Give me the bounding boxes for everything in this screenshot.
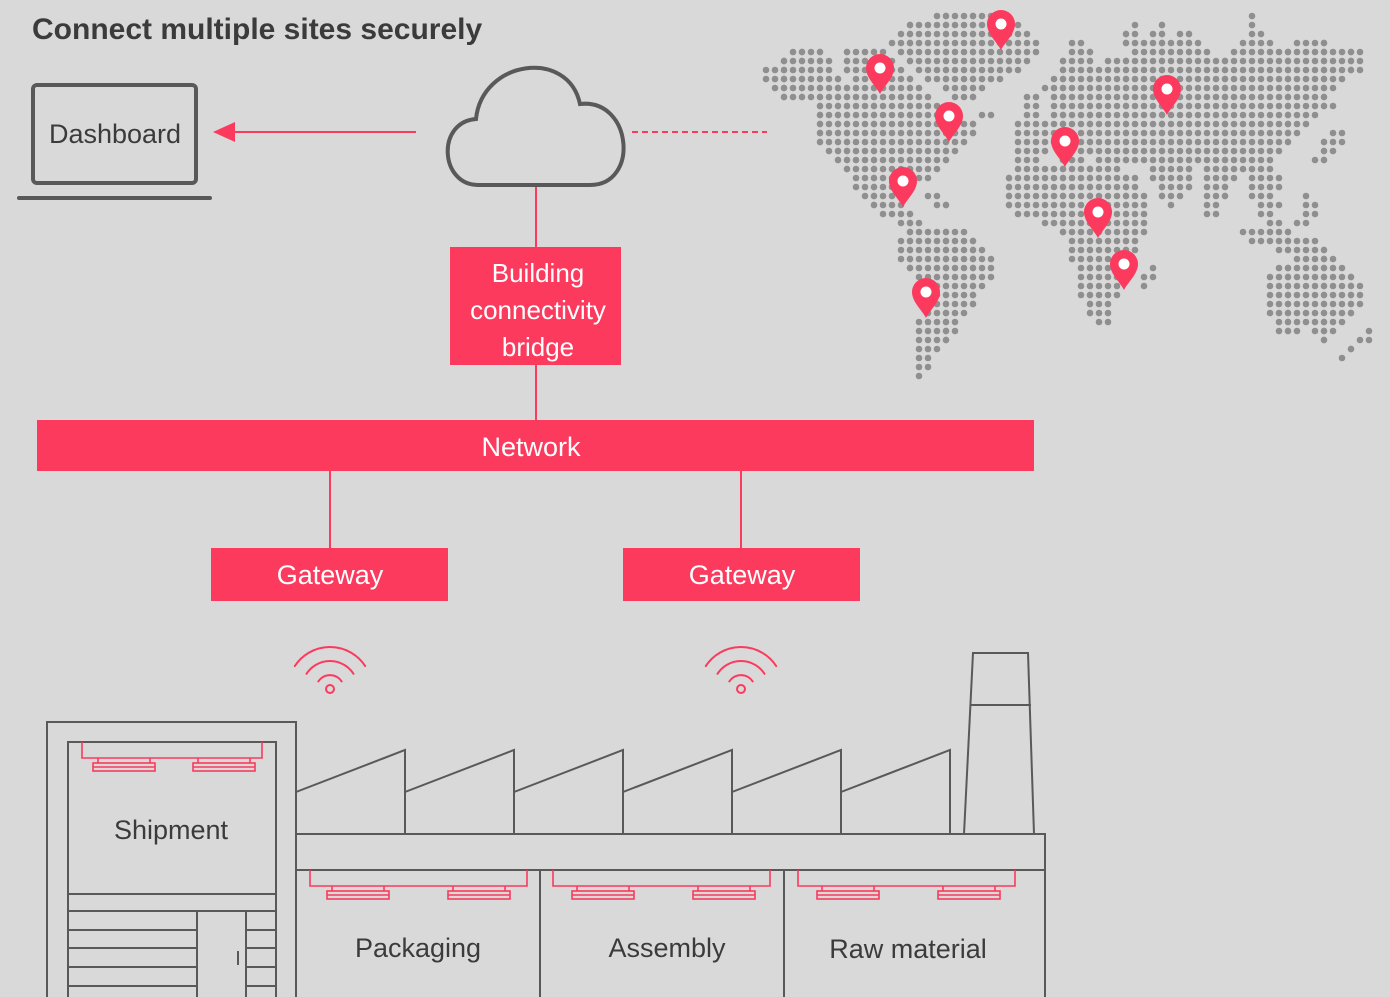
network-label: Network xyxy=(481,432,581,462)
gateway-label: Gateway xyxy=(277,560,384,590)
gateway-box: Gateway xyxy=(211,548,448,601)
map-pins xyxy=(866,10,1181,318)
map-pin-icon xyxy=(912,278,940,318)
page-title: Connect multiple sites securely xyxy=(32,13,482,46)
ceiling-light-icon xyxy=(937,885,1001,900)
production-hall xyxy=(296,833,1046,997)
map-pin-icon xyxy=(1153,75,1181,115)
map-pin-icon xyxy=(889,167,917,207)
light-rail xyxy=(552,870,771,887)
map-pin-icon xyxy=(866,54,894,94)
bridge-label-line: connectivity xyxy=(470,295,606,325)
map-pin-icon xyxy=(935,102,963,142)
ceiling-light-icon xyxy=(326,885,390,900)
light-rail xyxy=(81,742,263,759)
map-pin-icon xyxy=(1051,127,1079,167)
ceiling-light-icon xyxy=(92,757,156,772)
ceiling-light-icon xyxy=(571,885,635,900)
ceiling-light-icon xyxy=(692,885,756,900)
loading-shutter xyxy=(68,910,276,987)
shipment-building xyxy=(46,721,297,997)
bridge-box: Building connectivity bridge xyxy=(450,247,621,365)
wifi-icon xyxy=(704,646,778,694)
wifi-icon xyxy=(293,646,367,694)
area-label-assembly: Assembly xyxy=(608,933,726,963)
door xyxy=(196,911,247,997)
area-label-raw-material: Raw material xyxy=(829,934,987,964)
gateway-box: Gateway xyxy=(623,548,860,601)
network-bar: Network xyxy=(37,420,1034,471)
bridge-label-line: Building xyxy=(492,258,585,288)
factory-building: Shipment Packaging Assembly Raw material xyxy=(46,652,1046,997)
arrow-left-icon xyxy=(213,122,416,142)
ceiling-light-icon xyxy=(447,885,511,900)
area-label-packaging: Packaging xyxy=(355,933,481,963)
light-rail xyxy=(797,870,1016,887)
sawtooth-roof xyxy=(295,748,951,834)
ceiling-light-icon xyxy=(192,757,256,772)
bridge-label-line: bridge xyxy=(502,332,574,362)
map-pin-icon xyxy=(1110,250,1138,290)
cloud-icon xyxy=(445,65,626,187)
area-label-shipment: Shipment xyxy=(114,815,229,845)
light-rail xyxy=(309,870,528,887)
map-pin-icon xyxy=(1084,198,1112,238)
dashboard-label: Dashboard xyxy=(49,119,181,149)
map-pin-icon xyxy=(987,10,1015,50)
ceiling-light-icon xyxy=(816,885,880,900)
gateway-label: Gateway xyxy=(689,560,796,590)
laptop-icon xyxy=(17,83,212,200)
chimney xyxy=(963,652,1035,835)
world-map xyxy=(762,12,1373,380)
